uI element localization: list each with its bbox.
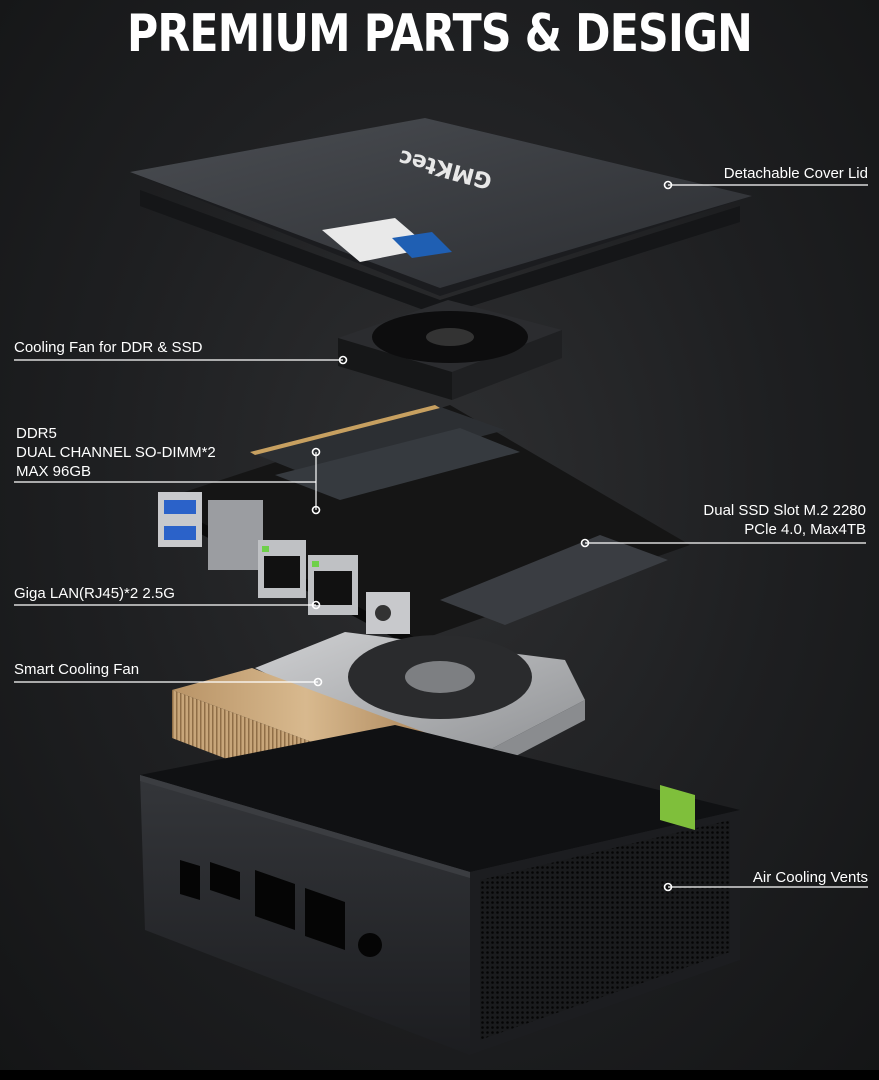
ssd-label-line1: Dual SSD Slot M.2 2280 <box>703 502 866 519</box>
cooling-fan-ddr-ssd-label: Cooling Fan for DDR & SSD <box>14 339 203 356</box>
lan-label: Giga LAN(RJ45)*2 2.5G <box>14 585 175 602</box>
leader-lines <box>14 180 868 892</box>
air-cooling-vents-label: Air Cooling Vents <box>752 869 868 886</box>
ssd-label-line2: PCle 4.0, Max4TB <box>744 521 866 538</box>
page-title: PREMIUM PARTS & DESIGN <box>126 4 753 64</box>
smart-cooling-fan-label: Smart Cooling Fan <box>14 661 140 678</box>
cover-lid: GMKtec <box>130 118 752 316</box>
ddr5-label-line1: DDR5 <box>16 425 57 442</box>
chassis <box>140 725 740 1055</box>
ddr5-label-line2: DUAL CHANNEL SO-DIMM*2 <box>16 444 216 461</box>
ddr5-label-line3: MAX 96GB <box>16 463 92 480</box>
lan-port-2 <box>308 555 358 615</box>
air-cooling-vents <box>480 820 730 1040</box>
ddr-ssd-cooling-fan <box>338 300 562 400</box>
bottom-bar <box>0 1070 879 1080</box>
lan-port-1 <box>258 540 306 598</box>
motherboard <box>158 405 690 652</box>
cover-lid-label: Detachable Cover Lid <box>723 165 868 182</box>
